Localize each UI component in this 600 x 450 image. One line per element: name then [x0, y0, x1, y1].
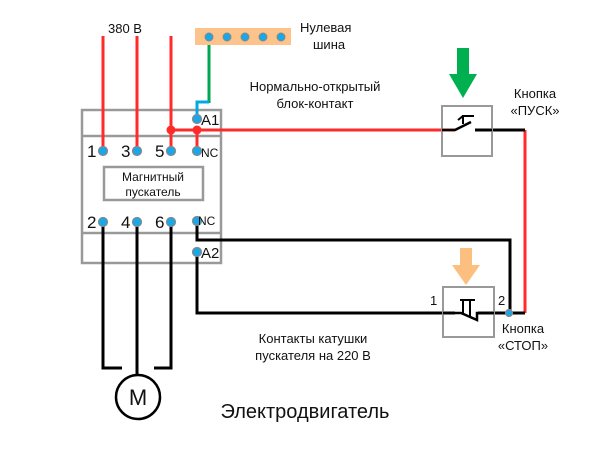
coil-wire [195, 100, 209, 119]
terminal-nc-bottom: NC [198, 214, 216, 228]
stop-button-label-2: «СТОП» [498, 338, 548, 353]
junction [166, 125, 176, 135]
starter-title-1: Магнитный [122, 170, 184, 184]
stop-button-label-1: Кнопка [502, 321, 545, 336]
motor-wire-1 [101, 222, 122, 370]
starter-title-2: пускатель [125, 185, 180, 199]
terminal-6: 6 [155, 213, 164, 232]
motor-letter: М [129, 385, 147, 410]
stop-button [442, 248, 495, 338]
start-button [441, 48, 493, 157]
terminal-5: 5 [155, 142, 164, 161]
motor-symbol [114, 373, 162, 421]
terminal-a2: A2 [201, 245, 219, 262]
aux-contact-label-2: блок-контакт [277, 96, 354, 111]
bus-terminals [204, 32, 286, 42]
starter-terminals [97, 113, 514, 318]
terminal-3: 3 [121, 142, 130, 161]
stop-terminal-2: 2 [498, 293, 505, 308]
starter-label-box [102, 165, 205, 202]
start-arrow-icon [449, 48, 477, 98]
terminal-2: 2 [87, 213, 96, 232]
neutral-bus-label-2: шина [313, 37, 346, 52]
terminal-a1: A1 [201, 112, 219, 129]
terminal-1: 1 [87, 142, 96, 161]
a2-wire [195, 252, 455, 315]
start-button-label-1: Кнопка [514, 86, 557, 101]
junction [192, 125, 202, 135]
stop-terminal-1: 1 [430, 293, 437, 308]
stop-arrow-icon [452, 248, 480, 285]
neutral-bus-label-1: Нулевая [300, 20, 351, 35]
motor-label: Электродвигатель [221, 401, 390, 423]
motor-wire-3 [154, 222, 173, 370]
start-button-label-2: «ПУСК» [510, 103, 559, 118]
voltage-label: 380 В [108, 21, 142, 36]
terminal-4: 4 [121, 213, 130, 232]
nc-wire [195, 221, 512, 313]
aux-contact-label-1: Нормально-открытый [250, 79, 381, 94]
terminal-nc-top: NC [201, 146, 219, 160]
coil-contacts-label-2: пускателя на 220 В [255, 348, 371, 363]
coil-contacts-label-1: Контакты катушки [259, 331, 368, 346]
